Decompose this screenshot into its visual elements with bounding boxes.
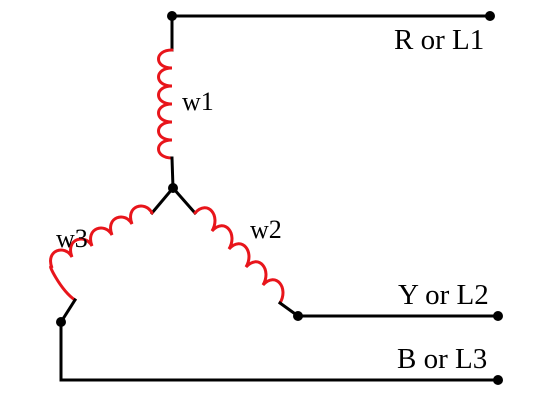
wire-star-left — [149, 185, 176, 216]
coil-w3 — [49, 204, 154, 302]
terminal-l2 — [493, 311, 503, 321]
label-w3: w3 — [56, 224, 88, 253]
label-l1: R or L1 — [394, 24, 484, 56]
neutral-point — [168, 183, 178, 193]
wire-star-right — [170, 185, 198, 216]
node-w2-end — [293, 311, 303, 321]
coil-w2 — [193, 206, 285, 305]
label-l2: Y or L2 — [398, 279, 489, 311]
node-w1-top — [167, 11, 177, 21]
terminal-l3 — [493, 375, 503, 385]
label-l3: B or L3 — [397, 343, 487, 375]
label-w1: w1 — [182, 87, 214, 116]
coil-w1 — [157, 48, 174, 160]
terminal-l1 — [485, 11, 495, 21]
wire-w1-bottom-lead — [170, 156, 175, 190]
label-w2: w2 — [250, 215, 282, 244]
node-w3-end — [56, 317, 66, 327]
